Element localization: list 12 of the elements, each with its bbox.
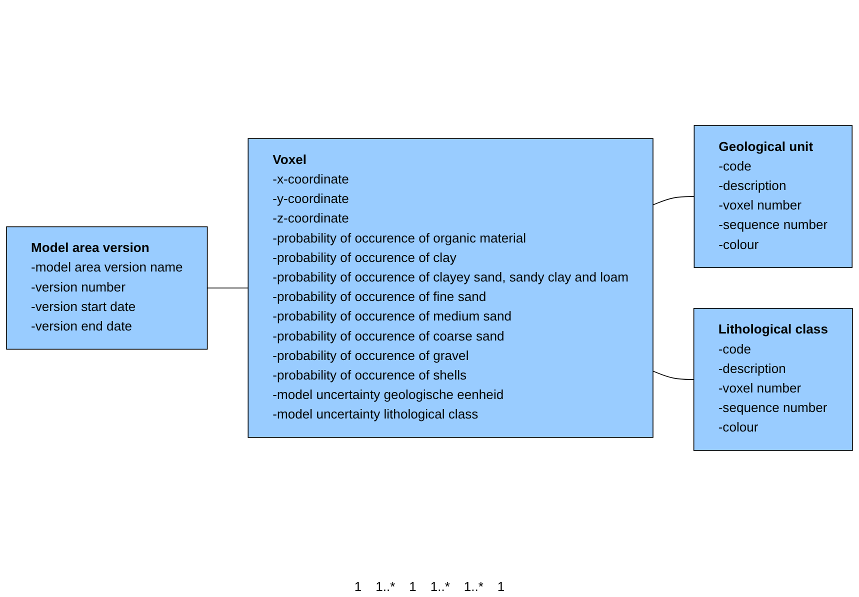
- multiplicity-label: 1..*: [376, 579, 396, 594]
- multiplicity-label: 1..*: [464, 579, 484, 594]
- node-box: Model area version -model area version name -version number -version start date -version end date: [6, 226, 208, 350]
- connector: [652, 370, 694, 380]
- multiplicity-label: 1..*: [430, 579, 450, 594]
- node-box: Voxel -x-coordinate -y-coordinate -z-coordinate -probability of occurence of organic material -probability of occurence of clay -probability of occurence of clayey sand, sandy clay and loam -probability of occurence of fine sand -probability of occurence of medium sand -probability of occurence of coarse sand -probability of occurence of gravel -probability of occurence of shells -model uncertainty geologische eenheid -model uncertainty lithological class: [248, 138, 654, 438]
- node-box: Lithological class -code -description -voxel number -sequence number -colour: [693, 308, 853, 451]
- node-box: Geological unit -code -description -voxel number -sequence number -colour: [694, 125, 853, 268]
- multiplicity-label: 1: [409, 579, 416, 594]
- connector: [652, 196, 695, 206]
- multiplicity-label: 1: [497, 579, 505, 594]
- multiplicity-label: 1: [354, 579, 362, 594]
